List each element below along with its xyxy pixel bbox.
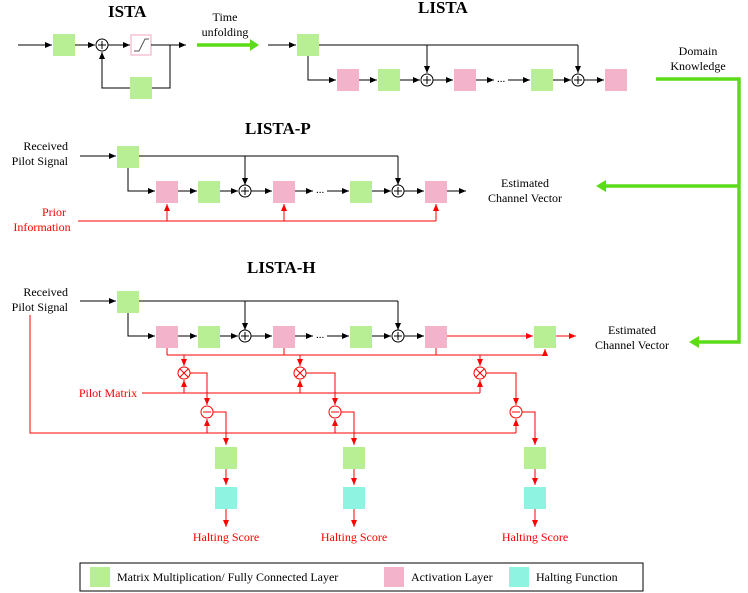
lista-p-estimated-label-2: Channel Vector [488, 191, 562, 205]
lista-ellipsis: ... [497, 73, 506, 85]
lista-p-activation-block-2 [273, 181, 295, 203]
lista-h-final-matrix-block [534, 326, 556, 348]
prior-information-label-2: Information [13, 220, 70, 234]
lista-p-matrix-block-2 [198, 181, 220, 203]
ista-matrix-block [53, 34, 75, 56]
pilot-matrix-label: Pilot Matrix [79, 386, 137, 400]
domain-label: Domain [679, 44, 718, 58]
legend: Matrix Multiplication/ Fully Connected L… [79, 562, 644, 592]
lista-p-matrix-block-3 [350, 181, 372, 203]
lista-h-activation-block-3 [425, 326, 447, 348]
halting-score-label-2: Halting Score [321, 530, 387, 544]
lista-p-matrix-block-1 [117, 146, 139, 168]
lista-activation-block-3 [605, 69, 627, 91]
halting-fc-block-3 [524, 447, 546, 469]
domain-knowledge-arrows: Domain Knowledge [596, 44, 741, 348]
halting-fc-block-1 [215, 447, 237, 469]
ista-shrinkage-icon [130, 34, 152, 56]
lista-p-activation-block-3 [425, 181, 447, 203]
lista-h-matrix-block-3 [350, 326, 372, 348]
lista-p-estimated-label-1: Estimated [501, 176, 549, 190]
time-unfolding-arrow: Time unfolding [197, 10, 259, 51]
halting-function-block-2 [343, 487, 365, 509]
lista-title: LISTA [418, 0, 468, 17]
lista-section: LISTA ... [268, 0, 627, 91]
lista-p-received-label-2: Pilot Signal [12, 154, 69, 168]
knowledge-label: Knowledge [670, 59, 725, 73]
lista-p-ellipsis: ... [316, 184, 325, 196]
lista-h-estimated-label-2: Channel Vector [595, 338, 669, 352]
legend-activation-swatch [384, 567, 404, 587]
halting-score-label-1: Halting Score [193, 530, 259, 544]
legend-activation-label: Activation Layer [411, 570, 493, 584]
legend-matrix-label: Matrix Multiplication/ Fully Connected L… [117, 570, 338, 584]
lista-activation-block-1 [337, 69, 359, 91]
lista-h-received-label-2: Pilot Signal [12, 300, 69, 314]
lista-h-section: LISTA-H Received Pilot Signal ... Estima… [12, 258, 669, 544]
legend-halting-label: Halting Function [536, 570, 618, 584]
lista-h-matrix-block-2 [198, 326, 220, 348]
lista-p-activation-block-1 [156, 181, 178, 203]
lista-h-matrix-block-1 [117, 291, 139, 313]
lista-h-estimated-label-1: Estimated [608, 323, 656, 337]
lista-h-ellipsis: ... [316, 329, 325, 341]
lista-p-received-label-1: Received [23, 139, 68, 153]
halting-score-label-3: Halting Score [502, 530, 568, 544]
lista-matrix-block-1 [297, 34, 319, 56]
ista-feedback-matrix-block [130, 77, 152, 99]
prior-information-label-1: Prior [42, 205, 66, 219]
lista-p-title: LISTA-P [245, 119, 311, 138]
lista-matrix-block-2 [378, 69, 400, 91]
halting-function-block-1 [215, 487, 237, 509]
unfolding-label: unfolding [202, 25, 249, 39]
ista-section: ISTA [18, 2, 186, 99]
halting-function-block-3 [524, 487, 546, 509]
lista-h-title: LISTA-H [247, 258, 316, 277]
lista-h-received-label-1: Received [23, 285, 68, 299]
time-label: Time [213, 10, 238, 24]
halting-fc-block-2 [343, 447, 365, 469]
ista-title: ISTA [108, 2, 147, 21]
legend-halting-swatch [509, 567, 529, 587]
lista-p-section: LISTA-P Received Pilot Signal ... Estima… [12, 119, 562, 234]
lista-h-activation-block-2 [273, 326, 295, 348]
lista-activation-block-2 [454, 69, 476, 91]
legend-matrix-swatch [90, 567, 110, 587]
lista-h-activation-block-1 [156, 326, 178, 348]
lista-matrix-block-3 [531, 69, 553, 91]
